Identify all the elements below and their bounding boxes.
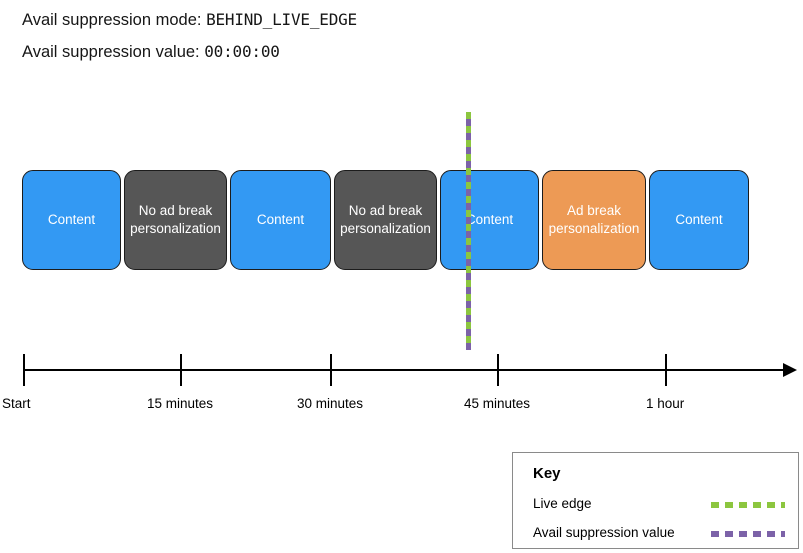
timeline-block-content: Content bbox=[22, 170, 121, 270]
axis-tick-label: 45 minutes bbox=[464, 396, 531, 411]
key-item-avail-suppression-value: Avail suppression value bbox=[533, 524, 785, 544]
axis-line bbox=[23, 369, 785, 371]
timeline-block-content: Content bbox=[230, 170, 331, 270]
axis-tick bbox=[497, 354, 499, 386]
timeline-block-label: No ad break personalization bbox=[340, 203, 431, 236]
key-title: Key bbox=[533, 465, 561, 482]
axis-tick bbox=[330, 354, 332, 386]
timeline-block-label: Ad break personalization bbox=[548, 203, 640, 236]
timeline-block-label: Content bbox=[675, 212, 723, 228]
avail-suppression-mode-value: BEHIND_LIVE_EDGE bbox=[206, 10, 357, 29]
avail-suppression-dash-swatch-icon bbox=[711, 531, 785, 537]
timeline-block-adbreak: Ad break personalization bbox=[542, 170, 646, 270]
avail-suppression-mode-label: Avail suppression mode: bbox=[22, 11, 202, 29]
avail-suppression-value-line: Avail suppression value: 00:00:00 bbox=[22, 44, 280, 61]
avail-suppression-value-label: Avail suppression value: bbox=[22, 43, 200, 61]
key-item-live-edge: Live edge bbox=[533, 495, 785, 515]
timeline-block-label: Content bbox=[47, 212, 96, 228]
axis-tick-label: 1 hour bbox=[646, 396, 685, 411]
timeline-block-content: Content bbox=[440, 170, 539, 270]
timeline-axis: Start 15 minutes 30 minutes 45 minutes 1 hou… bbox=[0, 340, 803, 415]
axis-tick-label: 30 minutes bbox=[297, 396, 364, 411]
axis-tick bbox=[23, 354, 25, 386]
timeline-block-noad: No ad break personalization bbox=[124, 170, 227, 270]
avail-suppression-dashed-line bbox=[466, 112, 471, 350]
timeline-block-label: Content bbox=[465, 212, 514, 228]
avail-suppression-value-value: 00:00:00 bbox=[204, 42, 280, 61]
avail-suppression-mode-line: Avail suppression mode: BEHIND_LIVE_EDGE bbox=[22, 12, 357, 29]
key-legend-box: Key Live edge Avail suppression value bbox=[512, 452, 799, 549]
axis-tick-label: 15 minutes bbox=[147, 396, 214, 411]
timeline-blocks-row: Content No ad break personalization Conten… bbox=[0, 170, 803, 270]
axis-tick bbox=[665, 354, 667, 386]
key-item-label: Avail suppression value bbox=[533, 525, 675, 540]
live-edge-and-avail-marker bbox=[466, 112, 471, 350]
key-item-label: Live edge bbox=[533, 496, 592, 511]
live-edge-dash-swatch-icon bbox=[711, 502, 785, 508]
timeline-block-label: No ad break personalization bbox=[130, 203, 221, 236]
timeline-block-label: Content bbox=[256, 212, 305, 228]
axis-arrow-icon bbox=[783, 363, 797, 377]
axis-tick-label: Start bbox=[2, 396, 31, 411]
axis-tick bbox=[180, 354, 182, 386]
timeline-block-content: Content bbox=[649, 170, 749, 270]
timeline-block-noad: No ad break personalization bbox=[334, 170, 437, 270]
